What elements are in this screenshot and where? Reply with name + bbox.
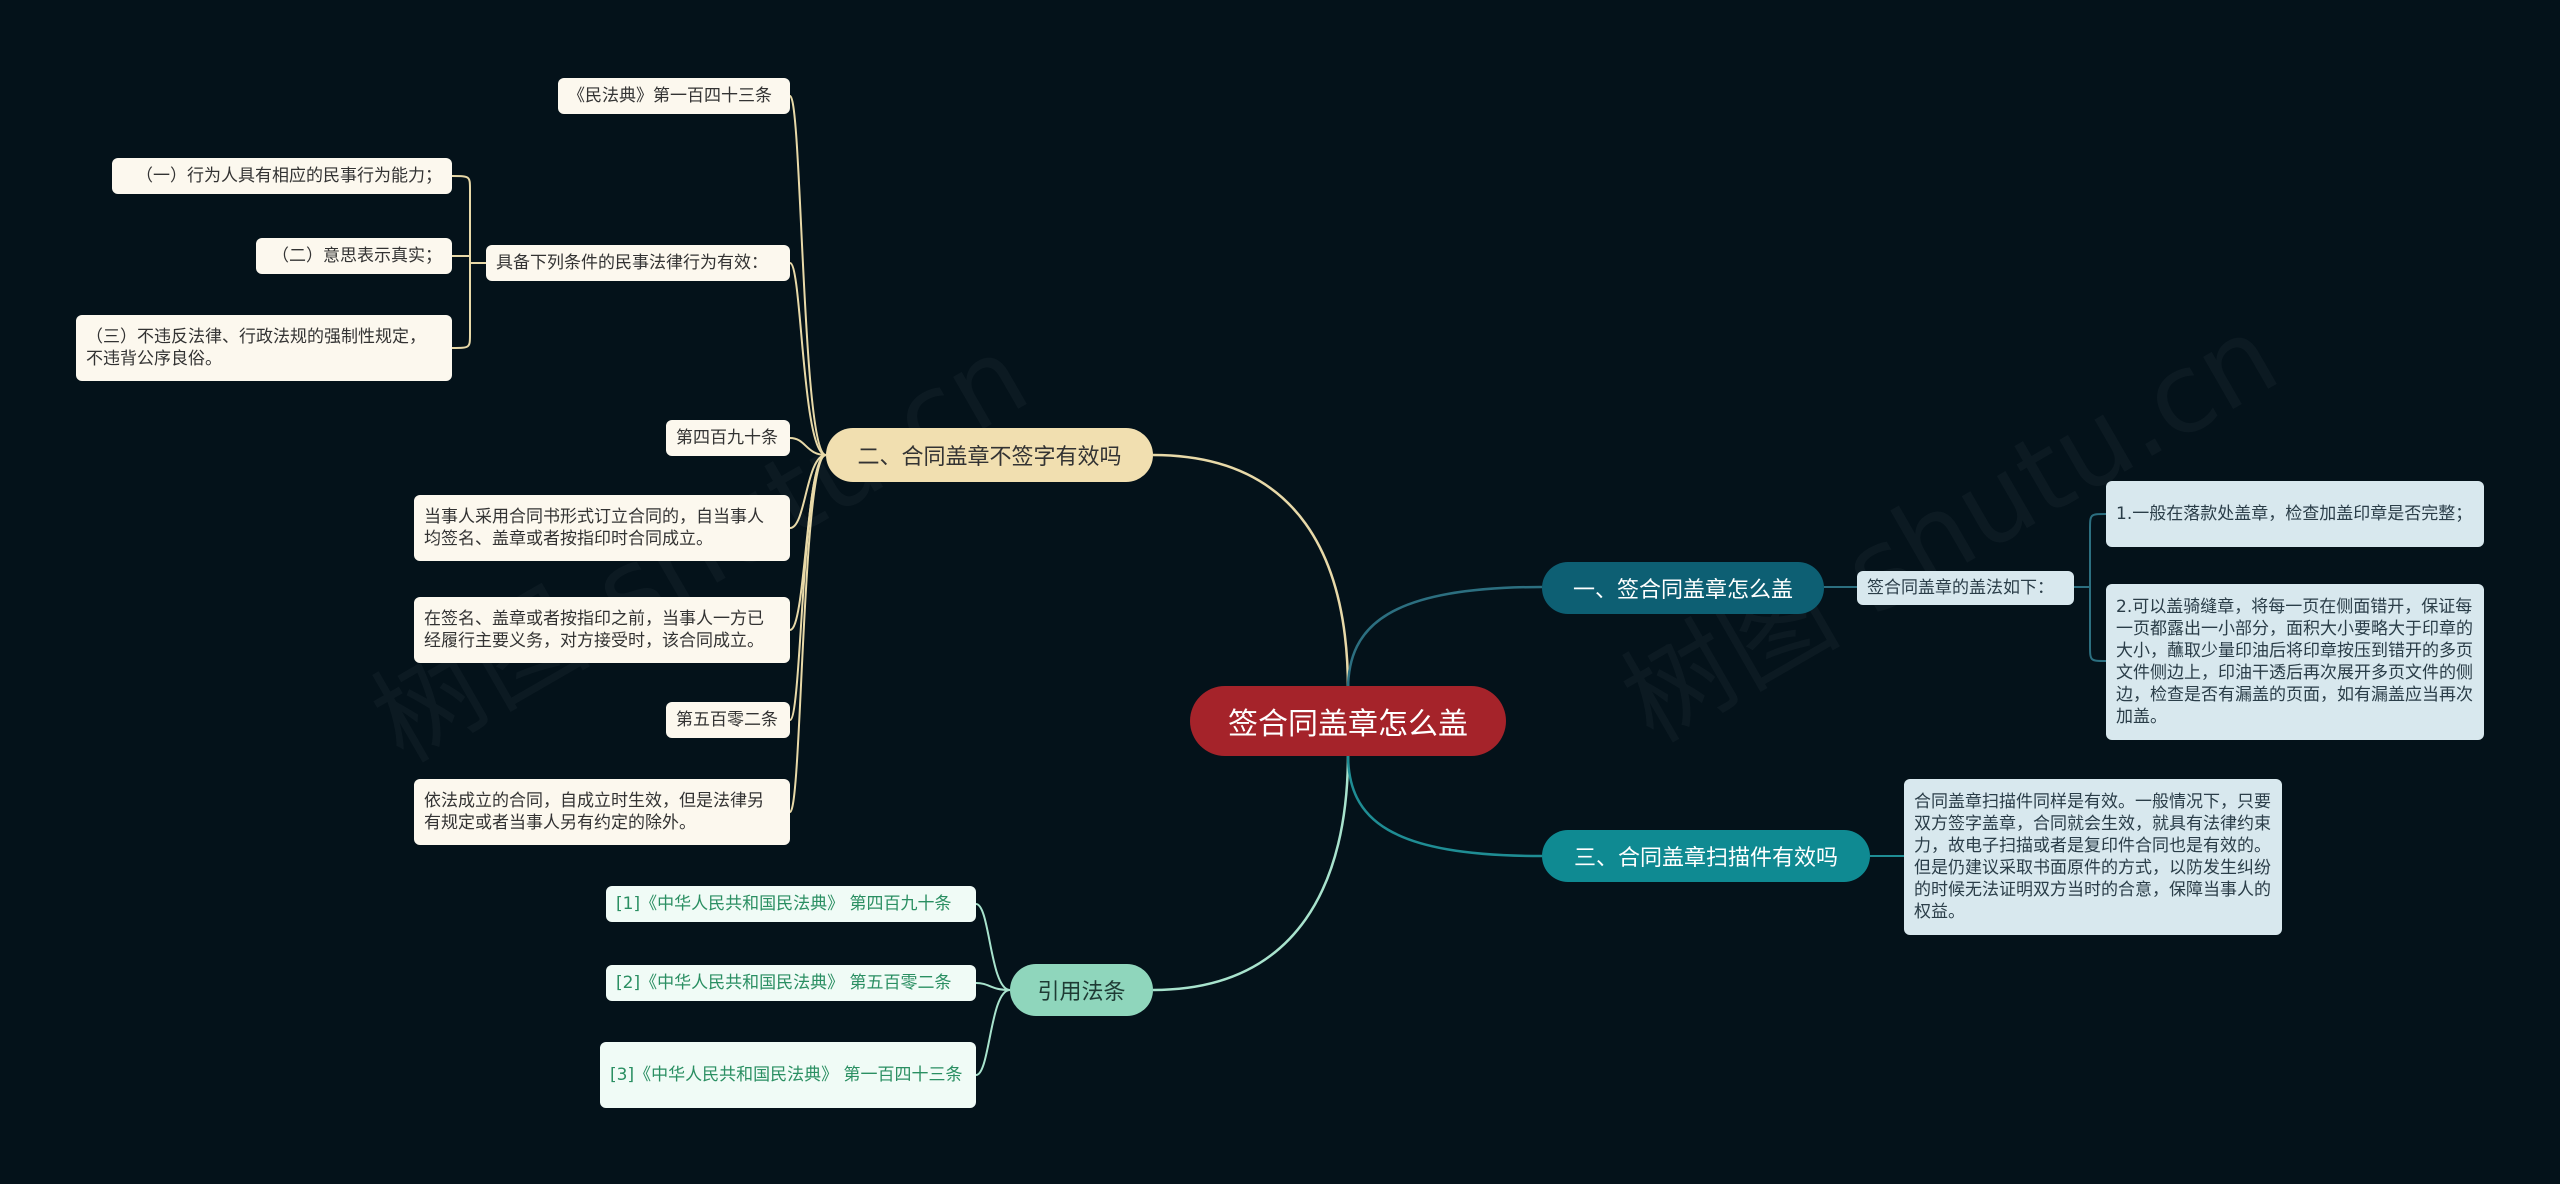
branch-2-item-contract-formed[interactable]: 当事人采用合同书形式订立合同的，自当事人均签名、盖章或者按指印时合同成立。: [414, 495, 790, 561]
link-b2-item6: [789, 454, 827, 813]
branch-2-item-article-490[interactable]: 第四百九十条: [666, 420, 790, 456]
branch-2-item-obligation-performed[interactable]: 在签名、盖章或者按指印之前，当事人一方已经履行主要义务，对方接受时，该合同成立。: [414, 597, 790, 663]
link-b4-ref0: [975, 903, 1011, 991]
link-root-branch1: [1346, 585, 1543, 691]
branch-2-item-contract-effective[interactable]: 依法成立的合同，自成立时生效，但是法律另有规定或者当事人另有约定的除外。: [414, 779, 790, 845]
link-b4-ref2: [975, 989, 1011, 1076]
condition-item-2[interactable]: （二）意思表示真实；: [256, 238, 452, 274]
link-root-branch3: [1346, 753, 1543, 858]
branch-2-item-article-502[interactable]: 第五百零二条: [666, 702, 790, 738]
branch-1-item-1[interactable]: 1.一般在落款处盖章，检查加盖印章是否完整；: [2106, 481, 2484, 547]
link-b2-item1: [789, 262, 827, 456]
link-cond-0: [451, 175, 471, 349]
condition-item-3[interactable]: （三）不违反法律、行政法规的强制性规定，不违背公序良俗。: [76, 315, 452, 381]
reference-3[interactable]: [3]《中华人民共和国民法典》 第一百四十三条: [600, 1042, 976, 1108]
branch-2-node[interactable]: 二、合同盖章不签字有效吗: [826, 428, 1153, 482]
branch-2-item-civil-code-143[interactable]: 《民法典》第一百四十三条: [558, 78, 790, 114]
branch-1-subtopic[interactable]: 签合同盖章的盖法如下：: [1857, 571, 2074, 605]
link-root-branch4: [1152, 753, 1350, 992]
branch-3-detail[interactable]: 合同盖章扫描件同样是有效。一般情况下，只要双方签字盖章，合同就会生效，就具有法律…: [1904, 779, 2282, 935]
link-b2-item3: [789, 454, 827, 529]
branch-1-node[interactable]: 一、签合同盖章怎么盖: [1542, 562, 1824, 614]
link-sub-items: [2074, 513, 2107, 662]
link-b2-item5: [789, 454, 827, 721]
link-b2-item4: [789, 454, 827, 631]
reference-1[interactable]: [1]《中华人民共和国民法典》 第四百九十条: [606, 886, 976, 922]
root-node[interactable]: 签合同盖章怎么盖: [1190, 686, 1506, 756]
link-b2-item2: [789, 437, 827, 456]
link-b2-item0: [789, 95, 827, 456]
branch-2-item-conditions-title[interactable]: 具备下列条件的民事法律行为有效：: [486, 245, 790, 281]
branch-4-node[interactable]: 引用法条: [1010, 964, 1153, 1016]
reference-2[interactable]: [2]《中华人民共和国民法典》 第五百零二条: [606, 965, 976, 1001]
branch-1-item-2[interactable]: 2.可以盖骑缝章，将每一页在侧面错开，保证每一页都露出一小部分，面积大小要略大于…: [2106, 584, 2484, 740]
branch-3-node[interactable]: 三、合同盖章扫描件有效吗: [1542, 830, 1870, 882]
link-root-branch2: [1152, 453, 1350, 691]
condition-item-1[interactable]: （一）行为人具有相应的民事行为能力；: [112, 158, 452, 194]
link-b4-ref1: [975, 982, 1011, 991]
